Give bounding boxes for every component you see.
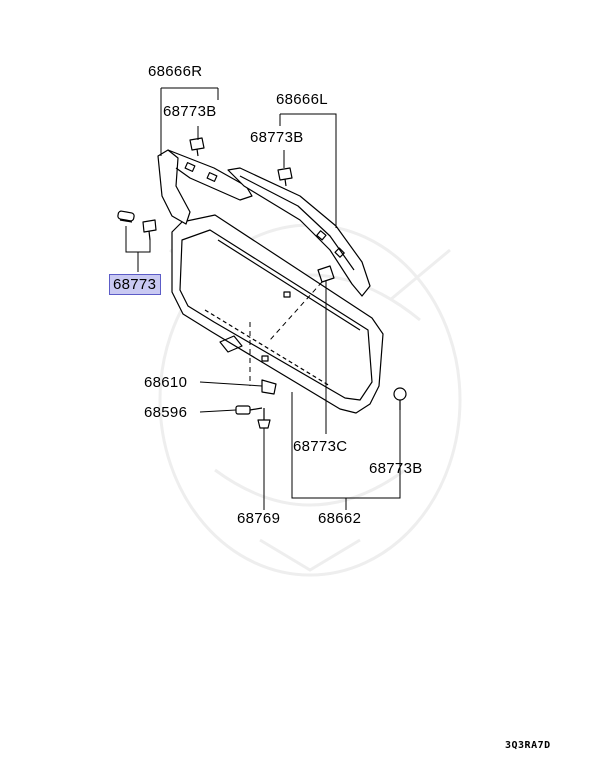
callout-68610: 68610 — [144, 374, 188, 391]
callout-68773C: 68773C — [293, 438, 348, 455]
side-trim-left-inner — [239, 175, 355, 271]
callout-68773B-upper-right: 68773B — [250, 129, 304, 146]
callout-68773B-lower-right: 68773B — [369, 460, 423, 477]
liftgate-trim-panel[interactable] — [171, 214, 384, 414]
screw-68769[interactable] — [257, 408, 271, 429]
side-trim-right-clip — [184, 162, 196, 172]
side-trim-left-clip — [316, 230, 327, 241]
callout-68773-highlighted[interactable]: 68773 — [109, 274, 162, 295]
pin-68773[interactable] — [117, 210, 135, 223]
side-trim-left[interactable] — [227, 167, 371, 297]
callout-68666R: 68666R — [148, 63, 203, 80]
callout-68666L: 68666L — [276, 91, 328, 108]
callout-68769: 68769 — [237, 510, 281, 527]
callout-68662: 68662 — [318, 510, 362, 527]
leader-lines — [125, 87, 401, 510]
panel-retainer — [317, 265, 335, 283]
diagram-code: 3Q3RA7D — [505, 740, 551, 751]
bracket-68610[interactable] — [261, 379, 277, 395]
panel-lower-lip — [217, 239, 361, 331]
side-trim-right-upper — [167, 149, 253, 201]
clip-68773-button[interactable] — [142, 219, 157, 241]
grip-handle — [219, 335, 243, 353]
side-trim-right[interactable] — [157, 149, 191, 225]
panel-clip-hole — [283, 291, 291, 298]
panel-shadow-line — [204, 309, 331, 387]
screw-68596[interactable] — [235, 405, 263, 415]
clip-68773B-upper-right[interactable] — [277, 167, 293, 187]
panel-inner-edge — [179, 229, 373, 401]
callout-68596: 68596 — [144, 404, 188, 421]
clip-68773B-upper-left[interactable] — [189, 137, 205, 157]
callout-68773B-upper-left: 68773B — [163, 103, 217, 120]
side-trim-left-clip-2 — [334, 247, 345, 258]
panel-clip-hole-2 — [261, 355, 269, 362]
clip-68773B-lower-right[interactable] — [393, 387, 407, 410]
side-trim-right-clip-2 — [206, 172, 218, 182]
